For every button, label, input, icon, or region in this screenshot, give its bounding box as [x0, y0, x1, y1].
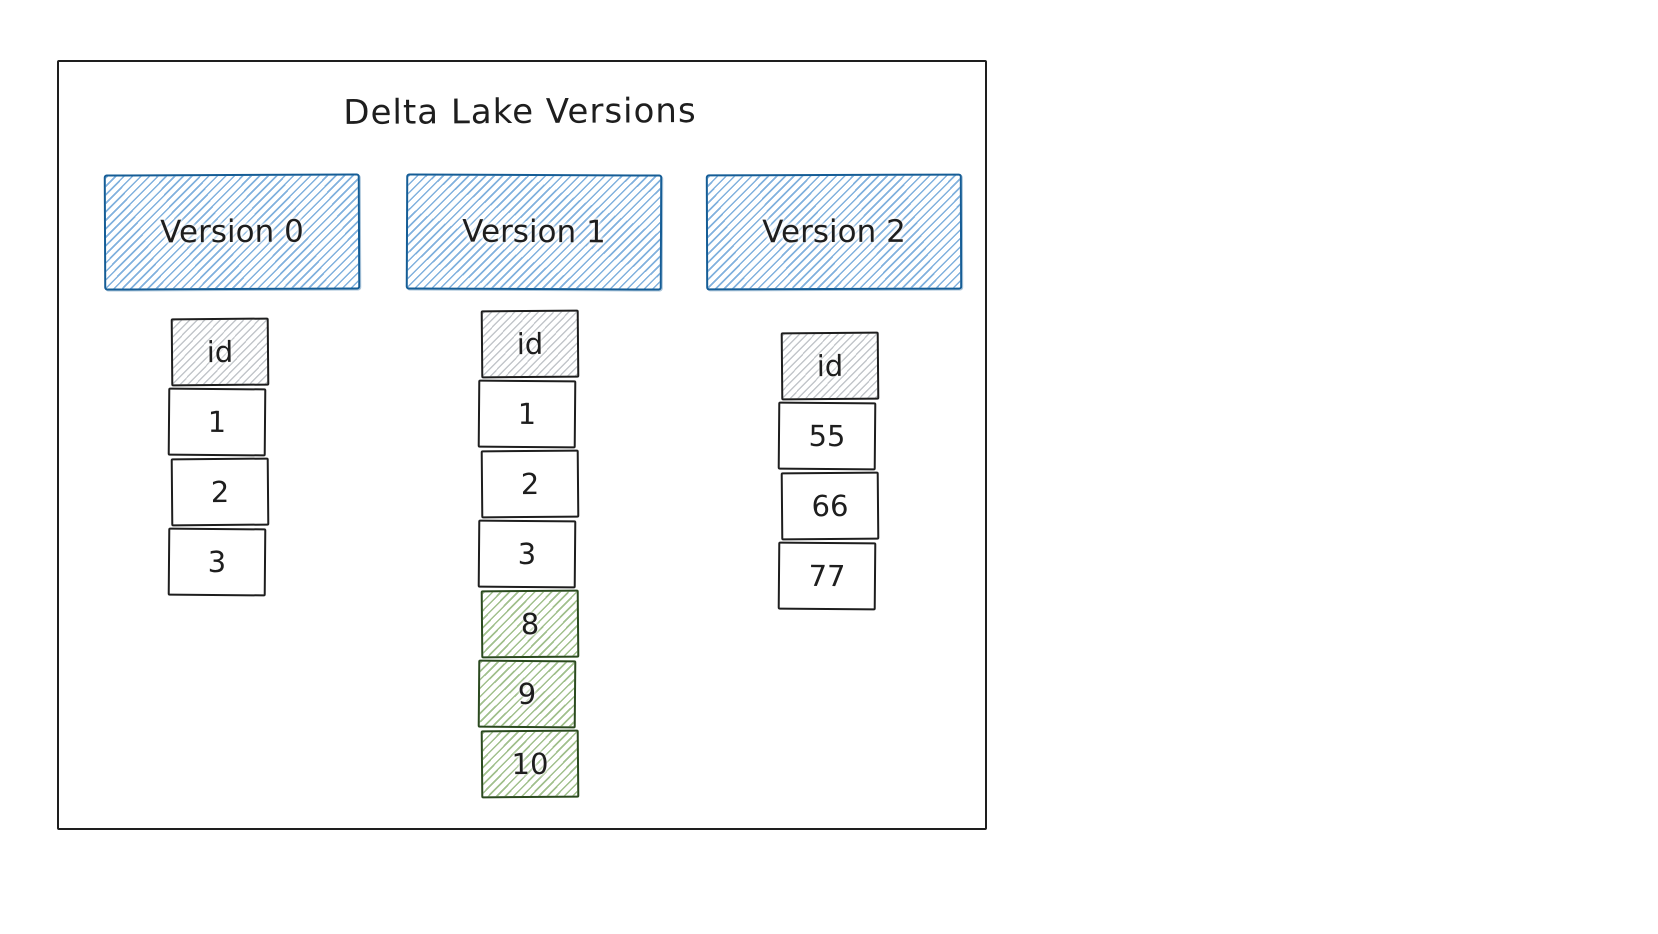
cell-value: 9: [517, 676, 537, 712]
column-header-label: id: [516, 326, 544, 362]
column-header-cell: id: [480, 309, 580, 379]
cell-value: 1: [517, 396, 537, 432]
version-1-column: id 1 2 3 8 9 10: [477, 309, 580, 800]
table-cell: 55: [777, 401, 877, 471]
table-cell: 3: [167, 527, 267, 597]
table-cell: 3: [477, 519, 577, 589]
version-2-column: id 55 66 77: [777, 331, 880, 612]
cell-value: 8: [520, 606, 540, 642]
version-1-header: Version 1: [405, 173, 663, 291]
column-header-cell: id: [780, 331, 880, 401]
cell-value: 10: [511, 746, 549, 782]
table-cell: 2: [170, 457, 270, 527]
cell-value: 3: [207, 544, 227, 580]
table-cell: 2: [480, 449, 580, 519]
table-cell-highlighted: 10: [480, 729, 580, 799]
table-cell-highlighted: 9: [477, 659, 577, 729]
table-cell: 77: [777, 541, 877, 611]
cell-value: 3: [517, 536, 537, 572]
cell-value: 77: [808, 558, 846, 594]
version-2-header: Version 2: [705, 173, 963, 291]
column-header-cell: id: [170, 317, 270, 387]
cell-value: 1: [207, 404, 227, 440]
cell-value: 2: [520, 466, 540, 502]
table-cell: 1: [477, 379, 577, 449]
diagram-title: Delta Lake Versions: [343, 91, 697, 133]
cell-value: 55: [808, 418, 846, 454]
table-cell: 66: [780, 471, 880, 541]
version-0-header: Version 0: [103, 173, 361, 291]
cell-value: 2: [210, 474, 230, 510]
table-cell: 1: [167, 387, 267, 457]
column-header-label: id: [206, 334, 234, 370]
column-header-label: id: [816, 348, 844, 384]
cell-value: 66: [811, 488, 849, 524]
version-2-label: Version 2: [762, 213, 906, 251]
version-0-label: Version 0: [160, 213, 304, 251]
table-cell-highlighted: 8: [480, 589, 580, 659]
version-0-column: id 1 2 3: [167, 317, 270, 598]
version-1-label: Version 1: [462, 213, 606, 251]
